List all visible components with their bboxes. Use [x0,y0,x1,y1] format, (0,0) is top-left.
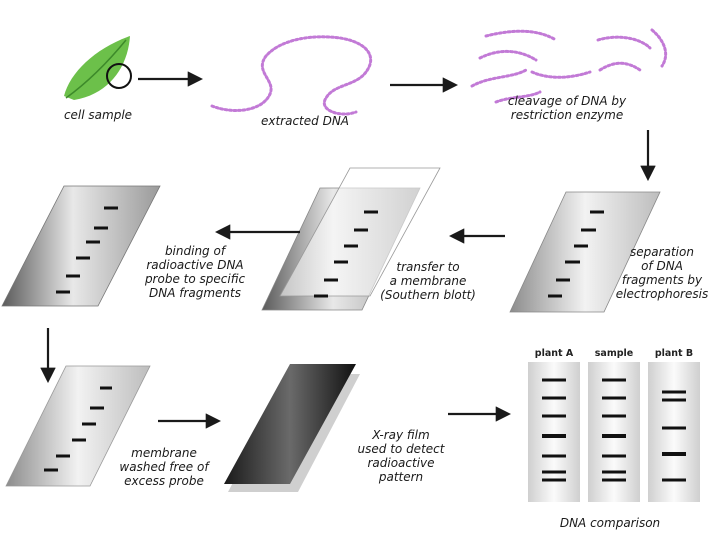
lane-header-sample: sample [584,348,644,359]
caption-extracted-dna: extracted DNA [240,114,370,128]
lane-header-plant-a: plant A [524,348,584,359]
comparison-lanes [528,362,700,502]
caption-separation: separation of DNA fragments by electroph… [604,245,720,301]
caption-washed: membrane washed free of excess probe [104,446,224,488]
caption-binding: binding of radioactive DNA probe to spec… [130,244,260,300]
dna-coil-icon [212,37,371,114]
leaf-icon [64,36,131,100]
caption-cell-sample: cell sample [48,108,148,122]
xray-film [224,364,360,492]
caption-cleavage: cleavage of DNA by restriction enzyme [482,94,652,122]
caption-transfer: transfer to a membrane (Southern blott) [368,260,488,302]
caption-comparison: DNA comparison [540,516,680,530]
caption-xray: X-ray film used to detect radioactive pa… [346,428,456,484]
dna-fragments-icon [472,30,666,102]
lane-header-plant-b: plant B [644,348,704,359]
